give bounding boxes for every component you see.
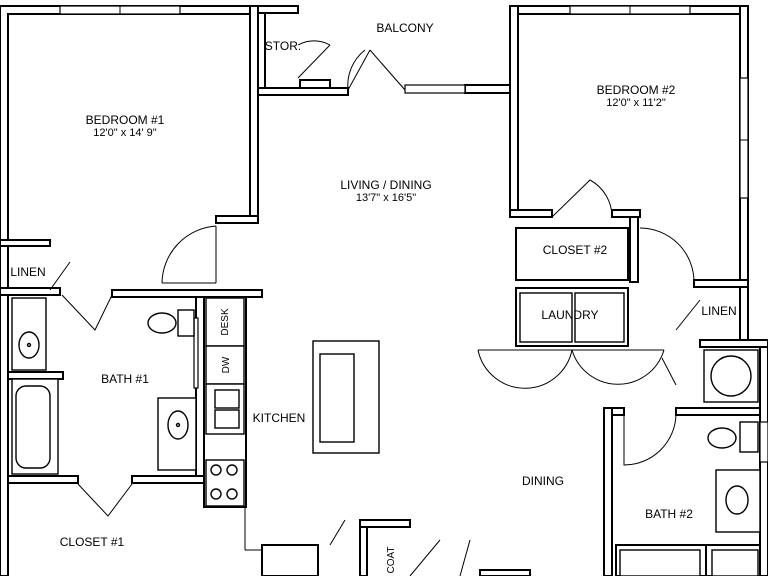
bedroom1-label: BEDROOM #1	[86, 113, 165, 127]
desk-label: DESK	[220, 308, 231, 336]
living-label: LIVING / DINING	[340, 178, 431, 192]
coat-label: COAT	[386, 546, 397, 573]
closet1-label: CLOSET #1	[60, 535, 125, 549]
balcony-label: BALCONY	[376, 21, 433, 35]
closet2-label: CLOSET #2	[543, 243, 608, 257]
laundry-label: LAUNDRY	[541, 308, 598, 322]
bedroom2-size: 12'0" x 11'2"	[606, 97, 666, 109]
bedroom1-size: 12'0" x 14' 9"	[93, 127, 156, 139]
bath2-label: BATH #2	[645, 507, 693, 521]
dw-label: DW	[221, 356, 232, 373]
linen2-label: LINEN	[701, 304, 736, 318]
bath1-label: BATH #1	[101, 372, 149, 386]
living-size: 13'7" x 16'5"	[356, 192, 416, 204]
doors	[49, 40, 701, 576]
bedroom2-label: BEDROOM #2	[597, 83, 676, 97]
linen1-label: LINEN	[10, 265, 45, 279]
dining-label: DINING	[522, 474, 564, 488]
windows	[59, 5, 768, 463]
storage-label: STOR.	[265, 39, 301, 53]
labels: BALCONY STOR. BEDROOM #1 12'0" x 14' 9" …	[10, 21, 736, 574]
fixtures	[11, 292, 761, 576]
kitchen-label: KITCHEN	[253, 411, 306, 425]
